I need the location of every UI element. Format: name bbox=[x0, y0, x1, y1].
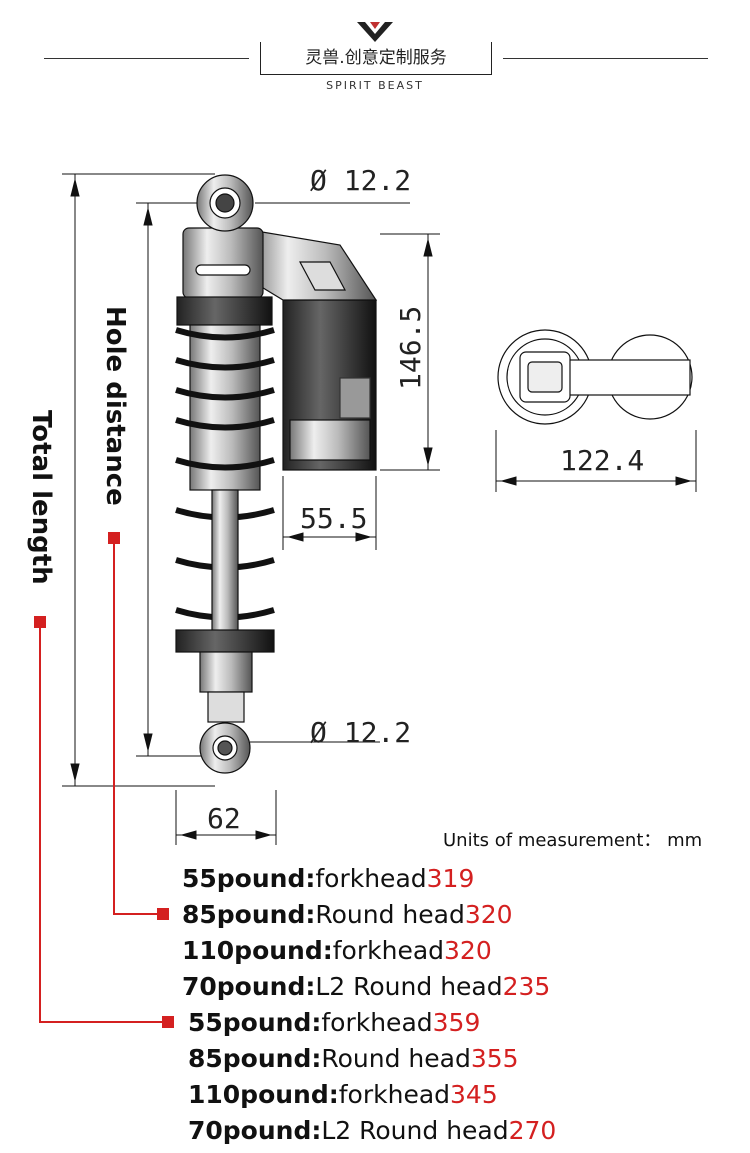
leader-markers bbox=[34, 532, 174, 1028]
brand-name-en: SPIRIT BEAST bbox=[326, 79, 424, 92]
header-rule-right bbox=[503, 58, 708, 59]
spec-total-2: 85pound:Round head355 bbox=[188, 1044, 519, 1073]
dim-top-eye: Ø 12.2 bbox=[310, 164, 411, 197]
brand-name-cn: 灵兽.创意定制服务 bbox=[260, 42, 492, 75]
dim-reservoir-height: 146.5 bbox=[394, 306, 427, 390]
header-rule-left bbox=[44, 58, 249, 59]
shock-body bbox=[175, 174, 378, 774]
spec-hole-3: 110pound:forkhead320 bbox=[182, 936, 492, 965]
dimension-lines bbox=[62, 173, 697, 845]
units-note: Units of measurement： mm bbox=[443, 830, 703, 851]
dim-reservoir-offset: 55.5 bbox=[300, 502, 367, 535]
spec-hole-2: 85pound:Round head320 bbox=[182, 900, 513, 929]
brand-header: 灵兽.创意定制服务 SPIRIT BEAST bbox=[0, 0, 750, 100]
spirit-beast-logo-icon bbox=[357, 22, 393, 42]
hole-distance-label: Hole distance bbox=[100, 306, 130, 506]
spec-total-1: 55pound:forkhead359 bbox=[188, 1008, 481, 1037]
dim-bottom-eye: Ø 12.2 bbox=[310, 716, 411, 749]
spec-hole-4: 70pound:L2 Round head235 bbox=[182, 972, 551, 1001]
dim-top-view-width: 122.4 bbox=[560, 444, 644, 477]
spec-total-3: 110pound:forkhead345 bbox=[188, 1080, 498, 1109]
spec-hole-1: 55pound:forkhead319 bbox=[182, 864, 475, 893]
total-length-label: Total length bbox=[26, 410, 56, 585]
top-view bbox=[497, 329, 693, 425]
spec-total-4: 70pound:L2 Round head270 bbox=[188, 1116, 557, 1145]
dim-bottom-width: 62 bbox=[207, 802, 241, 835]
leader-lines bbox=[39, 538, 168, 1023]
